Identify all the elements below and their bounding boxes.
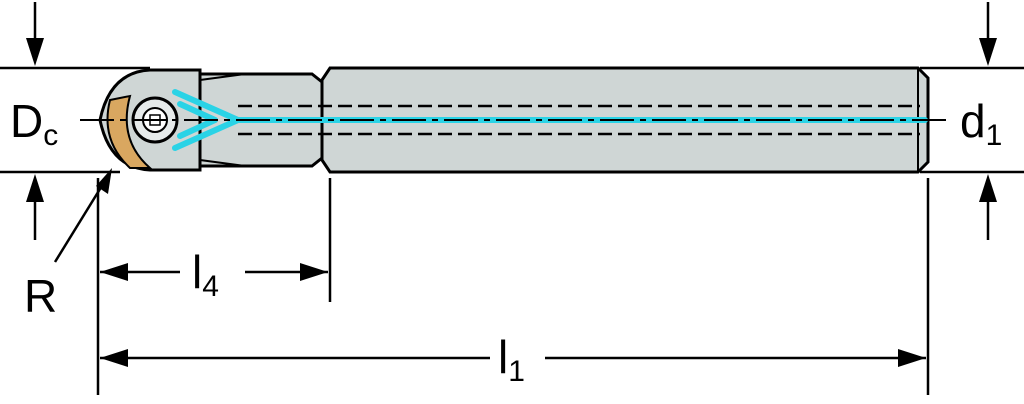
d1-dimension-arrows [979,2,997,240]
d1-label: d1 [960,95,1002,152]
cutting-insert [106,94,153,169]
coolant-bore-outline [238,104,920,136]
l1-dimension [100,349,926,367]
l1-label: l1 [498,331,525,388]
l4-dimension [100,263,328,281]
extension-lines [0,66,1024,395]
r-label: R [24,270,57,322]
dc-label: Dc [10,95,58,152]
radius-leader [53,168,112,263]
l4-label: l4 [192,246,219,303]
dc-dimension-arrows [26,2,44,240]
